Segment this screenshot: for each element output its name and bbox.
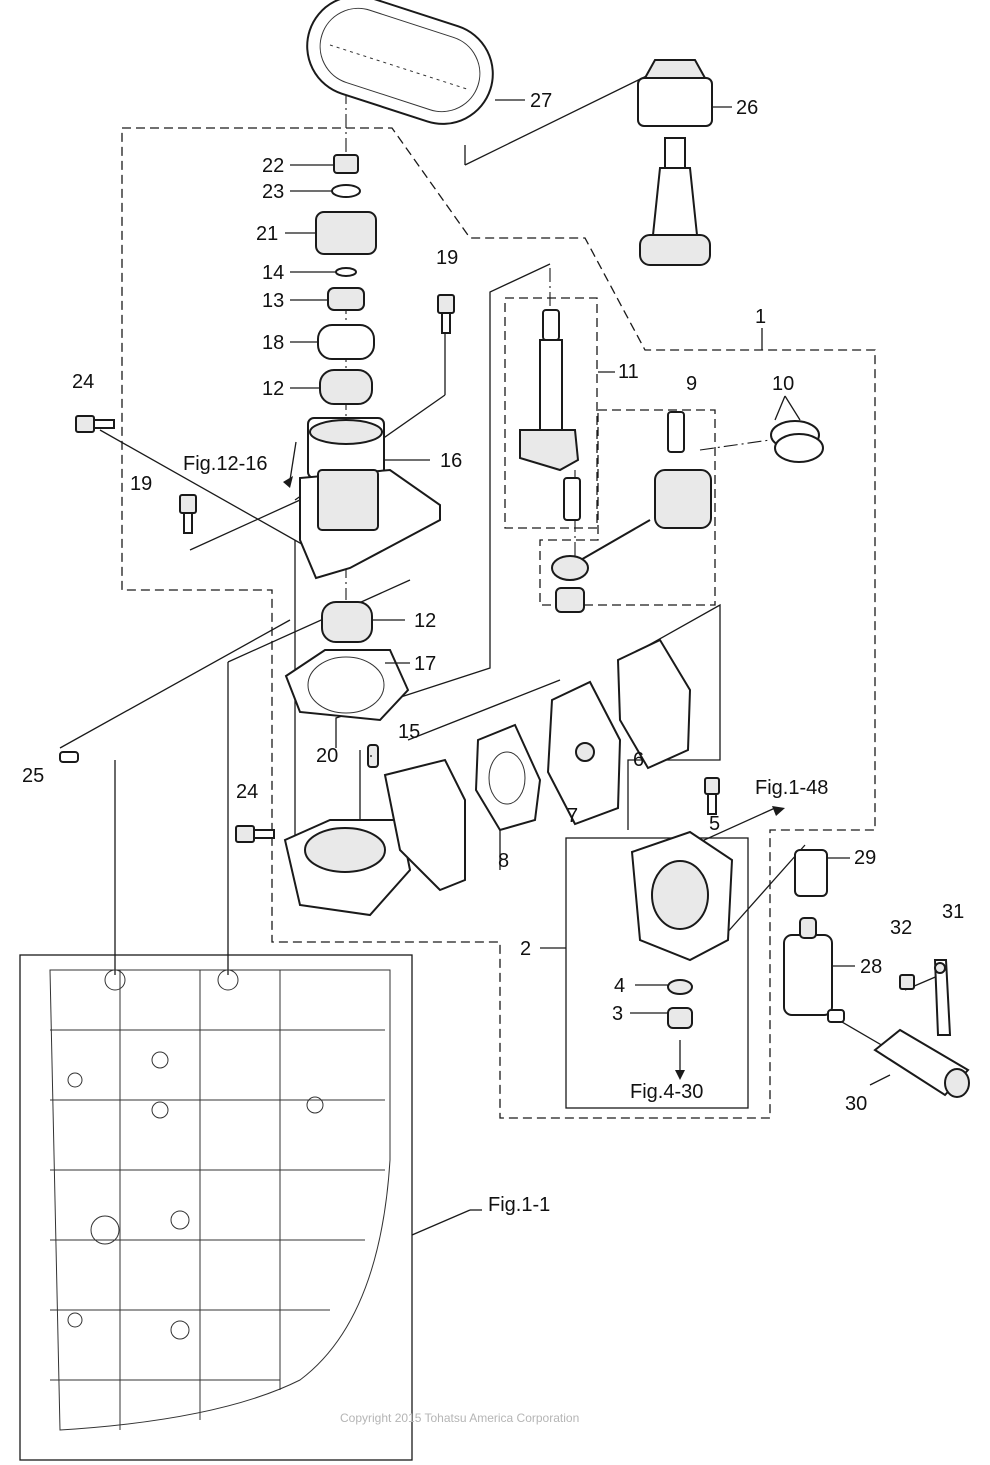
part-label-7: 7	[567, 805, 578, 827]
part-label-4: 4	[614, 975, 625, 997]
pump-cover	[630, 830, 734, 1029]
bearing-stack	[315, 154, 377, 405]
copyright-text: Copyright 2015 Tohatsu America Corporati…	[340, 1411, 579, 1425]
part-label-16: 16	[440, 450, 462, 472]
part-label-30: 30	[845, 1093, 867, 1115]
pump-bracket	[299, 417, 441, 580]
part-label-22: 22	[262, 155, 284, 177]
part-label-29: 29	[854, 847, 876, 869]
callout-leaders	[285, 99, 891, 1086]
fig-ref-4-30: Fig.4-30	[630, 1081, 703, 1103]
timing-belt	[306, 0, 494, 125]
pump-body	[59, 744, 466, 917]
bolts	[75, 294, 915, 990]
part-label-3: 3	[612, 1003, 623, 1025]
part-label-27: 27	[530, 90, 552, 112]
part-label-5: 5	[709, 813, 720, 835]
part-label-17: 17	[414, 653, 436, 675]
part-label-21: 21	[256, 223, 278, 245]
part-label-15: 15	[398, 721, 420, 743]
filter-and-fittings	[783, 849, 970, 1098]
fig-ref-1-48: Fig.1-48	[755, 777, 828, 799]
fig-ref-1-1: Fig.1-1	[488, 1194, 550, 1216]
part-label-19-left: 19	[130, 473, 152, 495]
fig-ref-12-16: Fig.12-16	[183, 453, 268, 475]
arrow-fig-1-48-icon	[772, 806, 785, 816]
part-label-12-upper: 12	[262, 378, 284, 400]
part-label-23: 23	[262, 181, 284, 203]
part-label-12-lower: 12	[414, 610, 436, 632]
part-label-9: 9	[686, 373, 697, 395]
arrow-fig-12-16-icon	[283, 476, 293, 488]
part-label-2: 2	[520, 938, 531, 960]
arrow-fig-4-30-icon	[675, 1070, 685, 1080]
pulley-and-shaft	[637, 59, 713, 266]
part-label-20: 20	[316, 745, 338, 767]
part-label-14: 14	[262, 262, 284, 284]
part-label-10: 10	[772, 373, 794, 395]
crankshaft	[519, 309, 581, 521]
part-label-18: 18	[262, 332, 284, 354]
part-label-24-upper: 24	[72, 371, 94, 393]
part-label-28: 28	[860, 956, 882, 978]
part-label-24-lower: 24	[236, 781, 258, 803]
part-label-19-right: 19	[436, 247, 458, 269]
part-label-6: 6	[633, 749, 644, 771]
lower-bearing-gasket	[284, 601, 410, 722]
piston-and-rod	[551, 411, 712, 613]
part-label-32: 32	[890, 917, 912, 939]
center-lines	[59, 61, 941, 1236]
part-number-labels: 1 2 3 4 5 6 7 8 9 10 11 12 12 13 14 15 1…	[22, 90, 964, 1115]
part-label-13: 13	[262, 290, 284, 312]
part-label-31: 31	[942, 901, 964, 923]
part-label-26: 26	[736, 97, 758, 119]
piston-rings	[770, 420, 824, 463]
crankcase-inset	[19, 954, 413, 1461]
diaphragm-stack	[474, 638, 692, 832]
part-label-8: 8	[498, 850, 509, 872]
part-label-25: 25	[22, 765, 44, 787]
part-label-11: 11	[618, 361, 639, 383]
figure-references: Fig.12-16 Fig.1-48 Fig.4-30 Fig.1-1	[183, 441, 828, 1216]
assembly-group-outlines	[121, 127, 876, 1119]
part-label-1: 1	[755, 306, 766, 328]
